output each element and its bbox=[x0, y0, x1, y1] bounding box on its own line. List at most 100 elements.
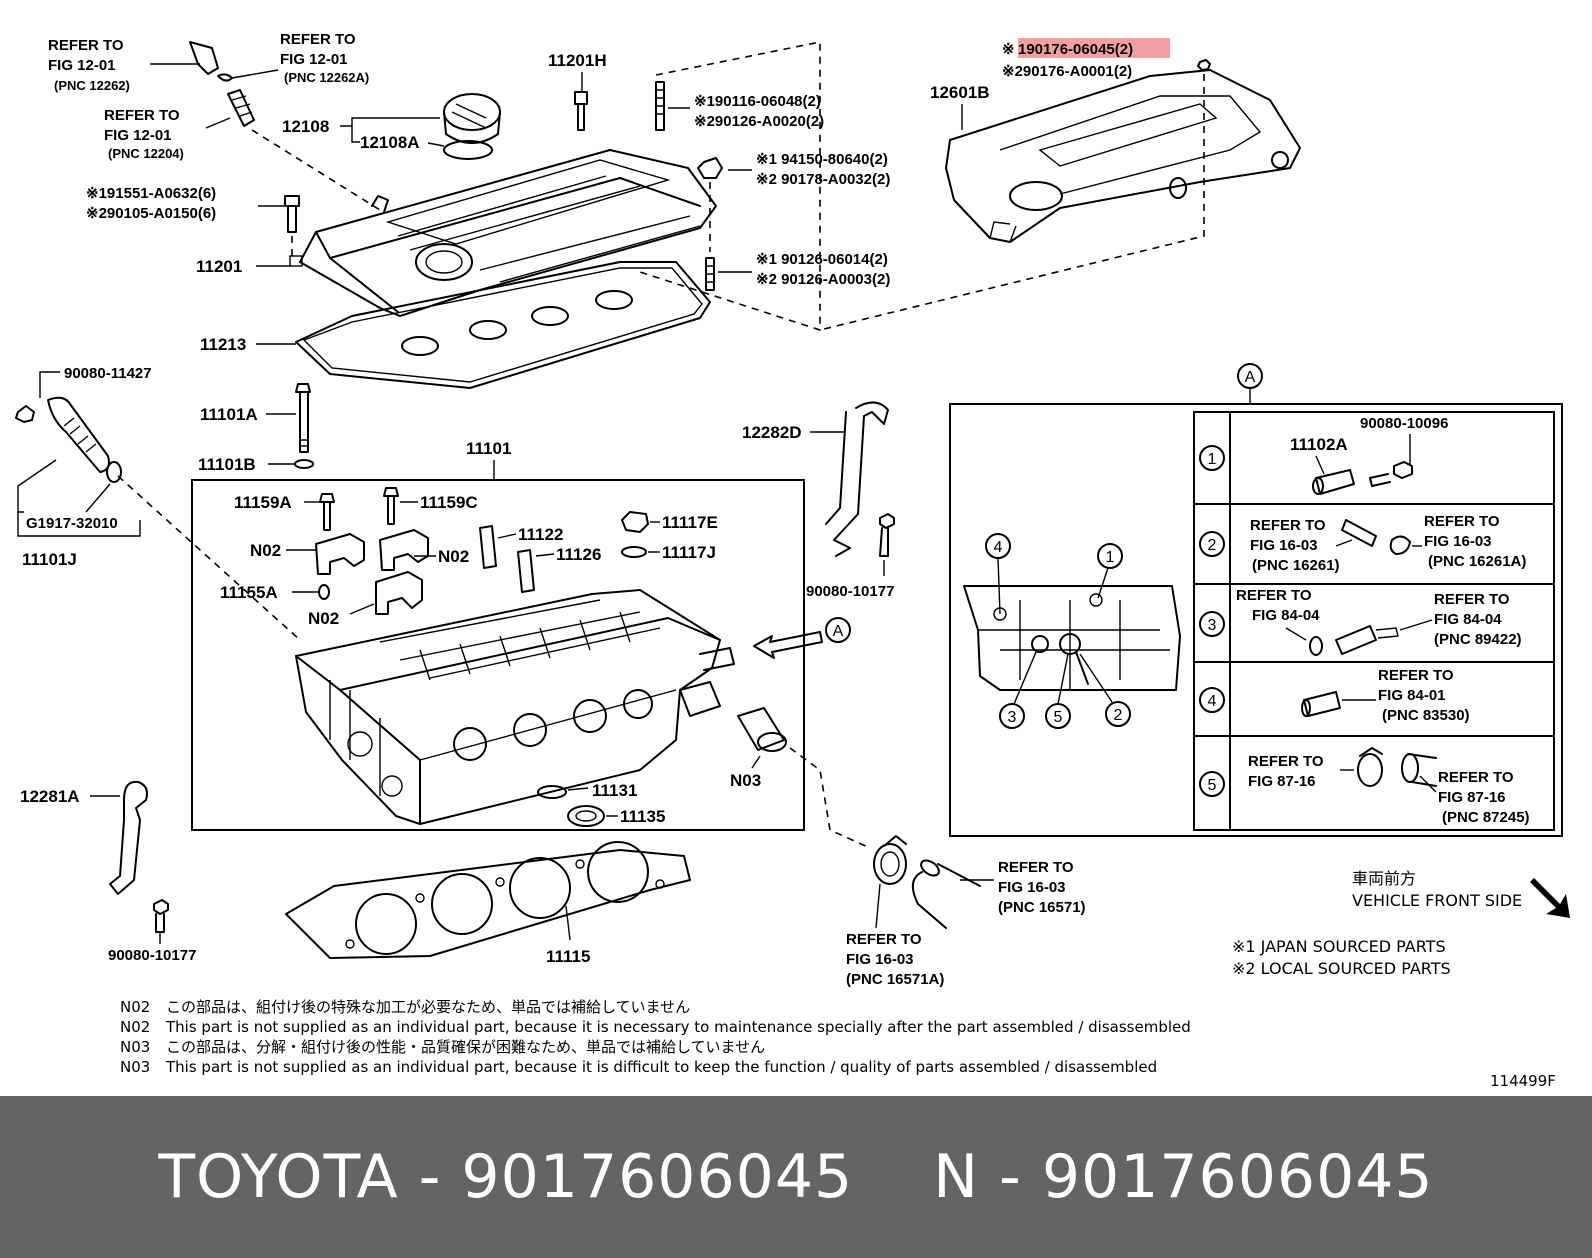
stud-a: ※190116-06048(2) ※290126-A0020(2) bbox=[639, 41, 824, 332]
diagram-code: 114499F bbox=[1490, 1072, 1556, 1090]
svg-text:(PNC 83530): (PNC 83530) bbox=[1382, 707, 1470, 724]
svg-text:G1917-32010: G1917-32010 bbox=[26, 515, 118, 532]
svg-text:※290105-A0150(6): ※290105-A0150(6) bbox=[86, 205, 216, 222]
svg-text:(PNC 16571A): (PNC 16571A) bbox=[846, 971, 944, 988]
svg-text:A: A bbox=[1245, 369, 1256, 386]
svg-text:FIG 16-03: FIG 16-03 bbox=[1424, 533, 1492, 550]
svg-text:FIG 16-03: FIG 16-03 bbox=[998, 879, 1066, 896]
svg-text:11135: 11135 bbox=[620, 807, 665, 826]
svg-text:11155A: 11155A bbox=[220, 583, 278, 602]
svg-text:5: 5 bbox=[1208, 777, 1217, 794]
svg-text:(PNC 12262A): (PNC 12262A) bbox=[284, 70, 369, 85]
svg-text:11101: 11101 bbox=[466, 439, 511, 458]
svg-text:N03: N03 bbox=[120, 1038, 150, 1056]
svg-text:※1 90126-06014(2): ※1 90126-06014(2) bbox=[756, 251, 888, 268]
svg-text:5: 5 bbox=[1054, 709, 1063, 726]
svg-text:11101A: 11101A bbox=[200, 405, 258, 424]
svg-text:(PNC 12262): (PNC 12262) bbox=[54, 78, 130, 93]
svg-text:※290126-A0020(2): ※290126-A0020(2) bbox=[694, 113, 824, 130]
svg-text:FIG 12-01: FIG 12-01 bbox=[280, 51, 348, 68]
refer-12262a-callout: REFER TO FIG 12-01 (PNC 12262A) bbox=[231, 31, 369, 85]
svg-text:REFER TO: REFER TO bbox=[1378, 667, 1454, 684]
alt-part-number: N - 9017606045 bbox=[933, 1142, 1434, 1212]
svg-text:11201H: 11201H bbox=[548, 51, 607, 70]
svg-text:FIG 84-04: FIG 84-04 bbox=[1252, 607, 1320, 624]
svg-text:11101J: 11101J bbox=[22, 550, 77, 569]
detail-row-2: 2 REFER TO FIG 16-03 (PNC 16261) REFER T… bbox=[1199, 513, 1526, 574]
svg-text:FIG 87-16: FIG 87-16 bbox=[1438, 789, 1506, 806]
svg-text:N02: N02 bbox=[250, 541, 281, 560]
svg-text:12601B: 12601B bbox=[930, 83, 990, 102]
svg-text:N02: N02 bbox=[308, 609, 339, 628]
bracket-12282d: 12282D 90080-10177 bbox=[742, 401, 895, 600]
cam-parts: 11159A 11159C N02 N02 N02 11155A 11122 1… bbox=[220, 487, 718, 628]
highlight-box bbox=[1018, 38, 1170, 58]
detail-a-head-view: 4 1 3 5 2 bbox=[963, 533, 1181, 729]
svg-text:1: 1 bbox=[1106, 549, 1115, 566]
view-a-arrow: A bbox=[753, 617, 851, 659]
svg-text:N03: N03 bbox=[120, 1058, 150, 1076]
svg-text:FIG 16-03: FIG 16-03 bbox=[1250, 537, 1318, 554]
svg-text:車両前方: 車両前方 bbox=[1352, 869, 1416, 888]
svg-text:FIG 16-03: FIG 16-03 bbox=[846, 951, 914, 968]
svg-text:11115: 11115 bbox=[546, 947, 590, 966]
svg-text:※2 90126-A0003(2): ※2 90126-A0003(2) bbox=[756, 271, 890, 288]
parts-diagram: REFER TO FIG 12-01 (PNC 12262) REFER TO … bbox=[15, 31, 1570, 1090]
svg-text:※290176-A0001(2): ※290176-A0001(2) bbox=[1002, 63, 1132, 80]
svg-text:FIG 84-04: FIG 84-04 bbox=[1434, 611, 1502, 628]
svg-text:FIG 12-01: FIG 12-01 bbox=[48, 57, 116, 74]
vehicle-front-indicator: 車両前方 VEHICLE FRONT SIDE bbox=[1352, 869, 1570, 918]
svg-text:12281A: 12281A bbox=[20, 787, 80, 806]
svg-text:REFER TO: REFER TO bbox=[846, 931, 922, 948]
svg-text:※1 JAPAN SOURCED PARTS: ※1 JAPAN SOURCED PARTS bbox=[1232, 937, 1446, 956]
detail-a-panel: A bbox=[949, 363, 1563, 837]
svg-text:(PNC 16571): (PNC 16571) bbox=[998, 899, 1086, 916]
sourcing-legend: ※1 JAPAN SOURCED PARTS ※2 LOCAL SOURCED … bbox=[1232, 937, 1451, 978]
svg-text:3: 3 bbox=[1008, 709, 1017, 726]
svg-text:VEHICLE FRONT SIDE: VEHICLE FRONT SIDE bbox=[1352, 891, 1522, 910]
svg-text:3: 3 bbox=[1208, 617, 1217, 634]
part-number-banner: TOYOTA - 9017606045 N - 9017606045 bbox=[0, 1096, 1592, 1258]
svg-text:FIG 84-01: FIG 84-01 bbox=[1378, 687, 1446, 704]
detail-row-5: 5 REFER TO FIG 87-16 REFER TO FIG 87-16 … bbox=[1199, 747, 1530, 826]
svg-text:REFER TO: REFER TO bbox=[48, 37, 124, 54]
head-gasket: 11115 bbox=[285, 841, 691, 966]
camshaft-plug-n03: N03 bbox=[730, 707, 871, 849]
svg-text:(PNC 16261A): (PNC 16261A) bbox=[1428, 553, 1526, 570]
svg-text:11213: 11213 bbox=[200, 335, 246, 354]
detail-row-3: 3 REFER TO FIG 84-04 REFER TO FIG 84-04 … bbox=[1199, 587, 1522, 656]
svg-text:2: 2 bbox=[1208, 537, 1217, 554]
svg-text:※1 94150-80640(2): ※1 94150-80640(2) bbox=[756, 151, 888, 168]
svg-text:REFER TO: REFER TO bbox=[104, 107, 180, 124]
cylinder-head-box: 11101 bbox=[191, 439, 805, 831]
bracket-12281a: 12281A 90080-10177 bbox=[20, 780, 196, 964]
svg-text:N02: N02 bbox=[438, 547, 469, 566]
pcv-valve bbox=[227, 89, 381, 211]
svg-text:FIG 12-01: FIG 12-01 bbox=[104, 127, 172, 144]
svg-text:90080-11427: 90080-11427 bbox=[64, 365, 152, 382]
pcv-hose-fitting bbox=[189, 41, 233, 82]
seals-11131-11135: 11131 11135 bbox=[537, 781, 665, 827]
svg-text:12108A: 12108A bbox=[360, 133, 420, 152]
ocv-assembly: 90080-11427 G1917-32010 11101J bbox=[15, 365, 301, 641]
svg-text:REFER TO: REFER TO bbox=[280, 31, 356, 48]
svg-text:90080-10096: 90080-10096 bbox=[1360, 415, 1448, 432]
engine-cover: 12601B bbox=[930, 69, 1301, 243]
refer-12204-callout: REFER TO FIG 12-01 (PNC 12204) bbox=[104, 107, 231, 161]
svg-text:11101B: 11101B bbox=[198, 455, 256, 474]
svg-text:FIG 87-16: FIG 87-16 bbox=[1248, 773, 1316, 790]
svg-text:4: 4 bbox=[1208, 693, 1217, 710]
svg-text:※190116-06048(2): ※190116-06048(2) bbox=[694, 93, 821, 110]
head-bolt: 11101A 11101B bbox=[198, 383, 314, 474]
svg-text:11117J: 11117J bbox=[662, 543, 716, 562]
svg-text:This part is not supplied as a: This part is not supplied as an individu… bbox=[165, 1018, 1191, 1036]
svg-text:4: 4 bbox=[994, 539, 1003, 556]
svg-text:REFER TO: REFER TO bbox=[1424, 513, 1500, 530]
svg-text:12282D: 12282D bbox=[742, 423, 802, 442]
svg-text:N03: N03 bbox=[730, 771, 761, 790]
hose-clamp-16571a: REFER TO FIG 16-03 (PNC 16571A) bbox=[846, 835, 944, 988]
svg-text:(PNC 89422): (PNC 89422) bbox=[1434, 631, 1522, 648]
bolt-a-callout: ※191551-A0632(6) ※290105-A0150(6) bbox=[86, 185, 300, 262]
svg-text:この部品は、分解・組付け後の性能・品質確保が困難なため、単品: この部品は、分解・組付け後の性能・品質確保が困難なため、単品では補給していません bbox=[166, 1038, 765, 1056]
svg-text:11122: 11122 bbox=[518, 525, 563, 544]
